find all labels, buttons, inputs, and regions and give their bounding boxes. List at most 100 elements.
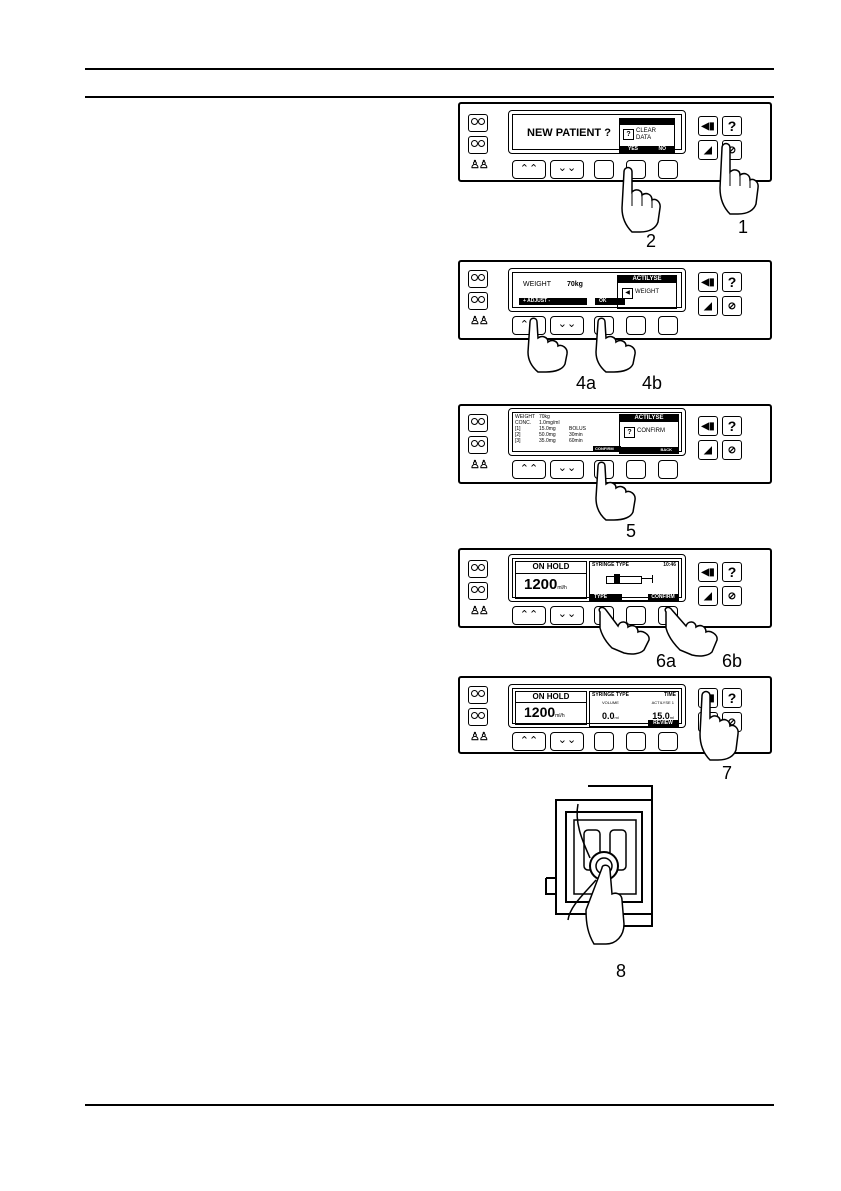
hand-icon-step1-a — [621, 166, 661, 233]
rate-value: 1200ml/h — [524, 576, 567, 593]
lcd-display: WEIGHT 70kg + ADJUST - OK ACTILYSE ◀ WEI… — [508, 268, 686, 312]
person-pair-icon: ♙♙ — [470, 605, 489, 617]
pressure-icon[interactable]: ⊘ — [722, 586, 742, 606]
softkey-2[interactable] — [626, 316, 646, 335]
syringe-icon[interactable]: ◢ — [698, 440, 718, 460]
person-pair-icon: ♙♙ — [470, 159, 489, 171]
review-key: REVIEW — [648, 720, 678, 726]
softkey-3[interactable] — [658, 316, 678, 335]
callout-4a: 4a — [576, 373, 597, 393]
syringe-icon[interactable]: ◢ — [698, 296, 718, 316]
no-label: NO — [658, 146, 667, 152]
down-arrow-button[interactable]: ⌄⌄ — [550, 732, 584, 751]
actilyse-box: ACTILYSE ◀ WEIGHT — [617, 275, 677, 309]
syringe-type-header: SYRINGE TYPE — [592, 562, 629, 568]
down-arrow-button[interactable]: ⌄⌄ — [550, 160, 584, 179]
pressure-icon[interactable]: ⊘ — [722, 296, 742, 316]
lcd-main-text: NEW PATIENT ? — [527, 127, 611, 139]
help-button[interactable]: ? — [722, 562, 742, 582]
up-arrow-button[interactable]: ⌃⌃ — [512, 160, 546, 179]
bolus-icon[interactable]: ◀▮ — [698, 416, 718, 436]
left-button-bottom[interactable] — [468, 436, 488, 454]
left-button-top[interactable] — [468, 114, 488, 132]
up-arrow-button[interactable]: ⌃⌃ — [512, 606, 546, 625]
left-button-top[interactable] — [468, 270, 488, 288]
left-button-top[interactable] — [468, 560, 488, 578]
callout-5: 5 — [626, 521, 637, 541]
softkey-3[interactable] — [658, 732, 678, 751]
left-button-bottom[interactable] — [468, 292, 488, 310]
softkey-1[interactable] — [594, 160, 614, 179]
up-arrow-button[interactable]: ⌃⌃ — [512, 460, 546, 479]
yes-label: YES — [628, 146, 639, 152]
syringe-type-box: SYRINGE TYPE 10:46 TYPE CONFIRM — [589, 561, 679, 601]
callout-7: 7 — [722, 763, 733, 783]
hand-icon-step1-b — [719, 142, 759, 215]
volume-label: VOLUME — [602, 700, 619, 705]
up-arrow-button[interactable]: ⌃⌃ — [512, 732, 546, 751]
syringe-icon[interactable]: ◢ — [698, 140, 718, 160]
weight-label: WEIGHT — [523, 281, 551, 288]
hand-icon-step5 — [699, 690, 739, 761]
confirm-key: CONFIRM — [648, 594, 678, 600]
lcd-display: ON HOLD 1200ml/h SYRINGE TYPE 10:46 TYPE… — [508, 554, 686, 602]
softkey-2[interactable] — [626, 460, 646, 479]
ok-bar: OK — [595, 298, 625, 305]
bolus-icon[interactable]: ◀▮ — [698, 116, 718, 136]
callout-8: 8 — [616, 961, 627, 981]
help-button[interactable]: ? — [722, 688, 742, 708]
back-bar: BACK — [620, 447, 678, 453]
softkey-3[interactable] — [658, 160, 678, 179]
hand-icon-step3 — [595, 461, 636, 521]
header-rule-bottom — [85, 96, 774, 98]
yes-no-bar: YES NO — [620, 146, 674, 152]
clear-data-box: ? CLEAR DATA YES NO — [619, 118, 675, 153]
volume-box: SYRINGE TYPE TIME VOLUME ACTILYSE 1 0.0m… — [589, 691, 679, 727]
person-pair-icon: ♙♙ — [470, 731, 489, 743]
left-button-bottom[interactable] — [468, 708, 488, 726]
callout-6a: 6a — [656, 651, 677, 671]
help-icon: ? — [624, 427, 635, 438]
help-button[interactable]: ? — [722, 272, 742, 292]
help-button[interactable]: ? — [722, 116, 742, 136]
help-button[interactable]: ? — [722, 416, 742, 436]
actilyse-title: ACTILYSE — [618, 276, 676, 283]
pump-panel-step1: ♙♙ NEW PATIENT ? ? CLEAR DATA YES NO ◀▮ … — [458, 102, 772, 182]
status-text: ON HOLD — [532, 692, 570, 701]
header-rule-top — [85, 68, 774, 70]
hand-icon-step2-b — [595, 317, 636, 373]
down-arrow-button[interactable]: ⌄⌄ — [550, 606, 584, 625]
rate-unit: ml/h — [557, 585, 567, 591]
left-button-top[interactable] — [468, 414, 488, 432]
down-arrow-button[interactable]: ⌄⌄ — [550, 316, 584, 335]
softkey-1[interactable] — [594, 732, 614, 751]
callout-2: 2 — [646, 231, 657, 251]
status-box: ON HOLD 1200ml/h — [515, 691, 587, 725]
left-button-top[interactable] — [468, 686, 488, 704]
syringe-icon[interactable]: ◢ — [698, 586, 718, 606]
footer-rule — [85, 1104, 774, 1106]
left-button-bottom[interactable] — [468, 582, 488, 600]
drug-label: ACTILYSE 1 — [651, 700, 674, 705]
person-pair-icon: ♙♙ — [470, 315, 489, 327]
bolus-icon[interactable]: ◀▮ — [698, 562, 718, 582]
down-arrow-button[interactable]: ⌄⌄ — [550, 460, 584, 479]
bolus-icon[interactable]: ◀▮ — [698, 272, 718, 292]
syringe-type-header: SYRINGE TYPE — [592, 692, 629, 698]
rate-unit: ml/h — [555, 713, 565, 719]
arrow-icon: ◀ — [622, 288, 633, 299]
actilyse-item: WEIGHT — [635, 289, 659, 295]
pump-panel-step4: ♙♙ ON HOLD 1200ml/h SYRINGE TYPE 10:46 — [458, 548, 772, 628]
softkey-2[interactable] — [626, 606, 646, 625]
box-line2: DATA — [636, 135, 652, 141]
callout-1: 1 — [738, 217, 749, 237]
pressure-icon[interactable]: ⊘ — [722, 440, 742, 460]
softkey-3[interactable] — [658, 460, 678, 479]
left-button-bottom[interactable] — [468, 136, 488, 154]
actilyse-box: ACTILYSE ? CONFIRM BACK — [619, 414, 679, 454]
status-text: ON HOLD — [532, 562, 570, 571]
hand-icon-step4-a — [598, 606, 650, 655]
softkey-2[interactable] — [626, 732, 646, 751]
